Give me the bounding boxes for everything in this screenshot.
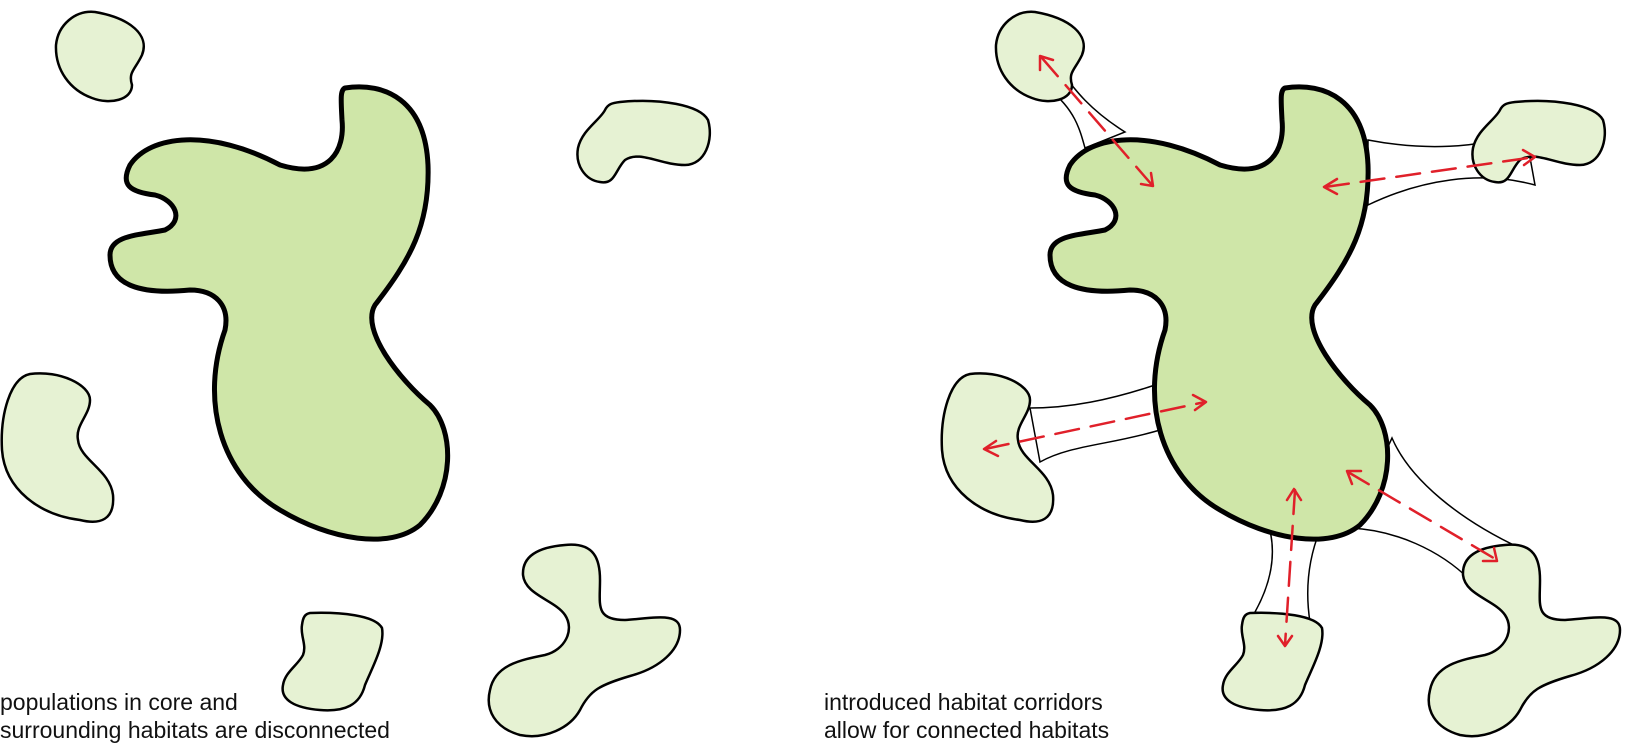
habitat-patch-bottom-right [487,543,682,738]
arrow-left [982,393,1208,458]
left-caption: populations in core and surrounding habi… [0,688,390,744]
movement-arrows [982,54,1537,648]
right-caption: introduced habitat corridors allow for c… [824,688,1109,744]
right-caption-line-1: introduced habitat corridors [824,689,1103,715]
left-caption-line-1: populations in core and [0,689,238,715]
corridor-left [1029,383,1161,464]
right-panel [940,10,1622,738]
habitat-patch-top-left [54,10,146,103]
habitat-patch-bottom-right-connected [1427,543,1622,738]
core-habitat-connected [1050,87,1388,539]
habitat-patch-top-right-connected [1471,99,1607,184]
arrow-top-left [1038,54,1155,188]
arrow-right [1322,148,1537,196]
left-caption-line-2: surrounding habitats are disconnected [0,717,390,743]
left-panel [0,10,712,738]
habitat-patch-top-right [576,99,712,184]
habitat-patch-bottom-connected [1221,611,1324,712]
habitat-patch-left [0,372,115,523]
arrow-bottom [1276,487,1303,648]
right-caption-line-2: allow for connected habitats [824,717,1110,743]
core-habitat [110,87,448,539]
arrow-bottom-right [1345,469,1499,563]
